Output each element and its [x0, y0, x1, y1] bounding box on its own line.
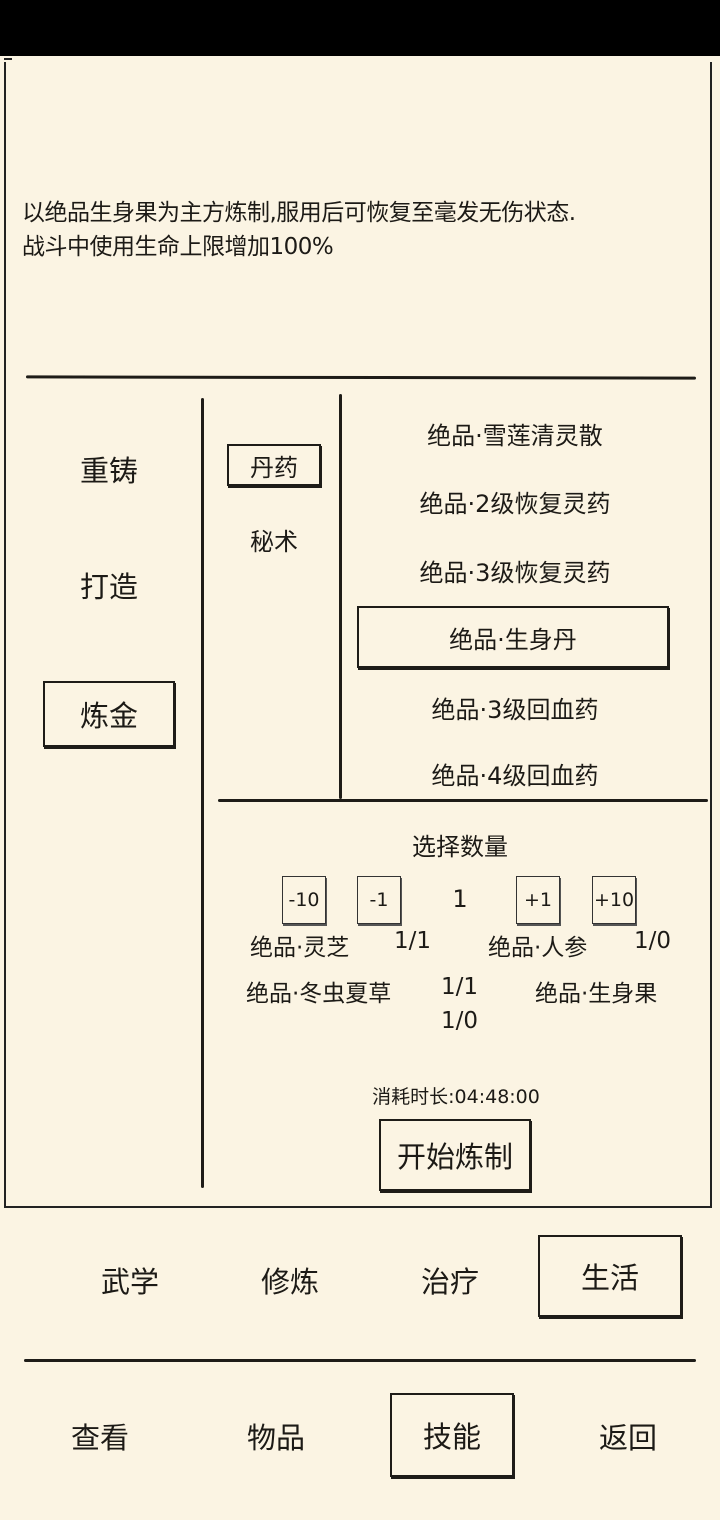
status-bar — [0, 0, 720, 56]
start-crafting-label: 开始炼制 — [396, 1140, 513, 1174]
materials-row-1-clip: 绝品·灵芝 1/1 绝品·人参 1/0 — [230, 928, 700, 961]
tab-life[interactable]: 生活 — [538, 1235, 682, 1317]
material-name: 绝品·生身果 — [535, 981, 658, 1007]
subcategory-secret-arts[interactable]: 秘术 — [250, 528, 298, 556]
quantity-plus1-button[interactable]: +1 — [516, 876, 560, 924]
nav-view[interactable]: 查看 — [70, 1421, 129, 1455]
item-description: 以绝品生身果为主方炼制,服用后可恢复至毫发无伤状态. 战斗中使用生命上限增加10… — [22, 196, 576, 264]
tab-cultivation[interactable]: 修炼 — [260, 1265, 319, 1299]
tab-healing[interactable]: 治疗 — [420, 1265, 479, 1299]
subcategory-pills-label: 丹药 — [250, 453, 298, 482]
recipe-item[interactable]: 绝品·3级回血药 — [431, 696, 599, 724]
divider-middle — [339, 394, 342, 799]
recipe-item-selected-label: 绝品·生身丹 — [449, 625, 577, 654]
quantity-minus10-button[interactable]: -10 — [282, 876, 326, 924]
description-line-1: 以绝品生身果为主方炼制,服用后可恢复至毫发无伤状态. — [22, 200, 576, 226]
material-name: 绝品·冬虫夏草 — [246, 981, 392, 1007]
recipe-item-selected[interactable]: 绝品·生身丹 — [357, 606, 669, 668]
quantity-minus1-button[interactable]: -1 — [357, 876, 401, 924]
plus1-label: +1 — [523, 889, 552, 911]
material-count: 1/1 — [394, 928, 432, 954]
tab-martial-arts[interactable]: 武学 — [100, 1265, 159, 1299]
subcategory-pills[interactable]: 丹药 — [227, 444, 321, 486]
divider-left — [201, 398, 204, 1188]
minus1-label: -1 — [369, 889, 389, 911]
plus10-label: +10 — [593, 889, 635, 911]
divider-quantity — [218, 799, 708, 802]
recipe-item[interactable]: 绝品·2级恢复灵药 — [419, 490, 611, 518]
material-count: 1/0 — [634, 928, 672, 954]
nav-skills[interactable]: 技能 — [390, 1393, 514, 1477]
frame-corner — [4, 58, 12, 64]
category-recast[interactable]: 重铸 — [80, 454, 139, 488]
material-count: 1/0 — [441, 1008, 479, 1034]
tab-life-label: 生活 — [580, 1261, 639, 1295]
recipe-item[interactable]: 绝品·3级恢复灵药 — [419, 559, 611, 587]
nav-items[interactable]: 物品 — [246, 1421, 305, 1455]
material-count: 1/1 — [441, 974, 479, 1000]
recipe-item[interactable]: 绝品·雪莲清灵散 — [427, 422, 603, 450]
start-crafting-button[interactable]: 开始炼制 — [379, 1119, 531, 1191]
minus10-label: -10 — [288, 889, 320, 911]
nav-skills-label: 技能 — [422, 1420, 481, 1454]
recipe-list[interactable]: 绝品·雪莲清灵散 绝品·2级恢复灵药 绝品·3级恢复灵药 绝品·生身丹 绝品·3… — [345, 400, 715, 790]
quantity-plus10-button[interactable]: +10 — [592, 876, 636, 924]
craft-duration: 消耗时长:04:48:00 — [372, 1086, 540, 1108]
quantity-value: 1 — [452, 885, 468, 913]
category-forge[interactable]: 打造 — [80, 570, 139, 604]
category-alchemy-label: 炼金 — [79, 699, 138, 733]
quantity-title: 选择数量 — [412, 833, 508, 861]
description-line-2: 战斗中使用生命上限增加100% — [22, 234, 334, 260]
material-name: 绝品·灵芝 — [250, 935, 350, 961]
divider-bottom — [24, 1359, 696, 1362]
category-alchemy[interactable]: 炼金 — [43, 681, 175, 747]
recipe-item[interactable]: 绝品·4级回血药 — [431, 762, 599, 790]
crafting-panel-frame — [4, 62, 712, 1208]
material-name: 绝品·人参 — [488, 935, 588, 961]
nav-back[interactable]: 返回 — [598, 1421, 657, 1455]
